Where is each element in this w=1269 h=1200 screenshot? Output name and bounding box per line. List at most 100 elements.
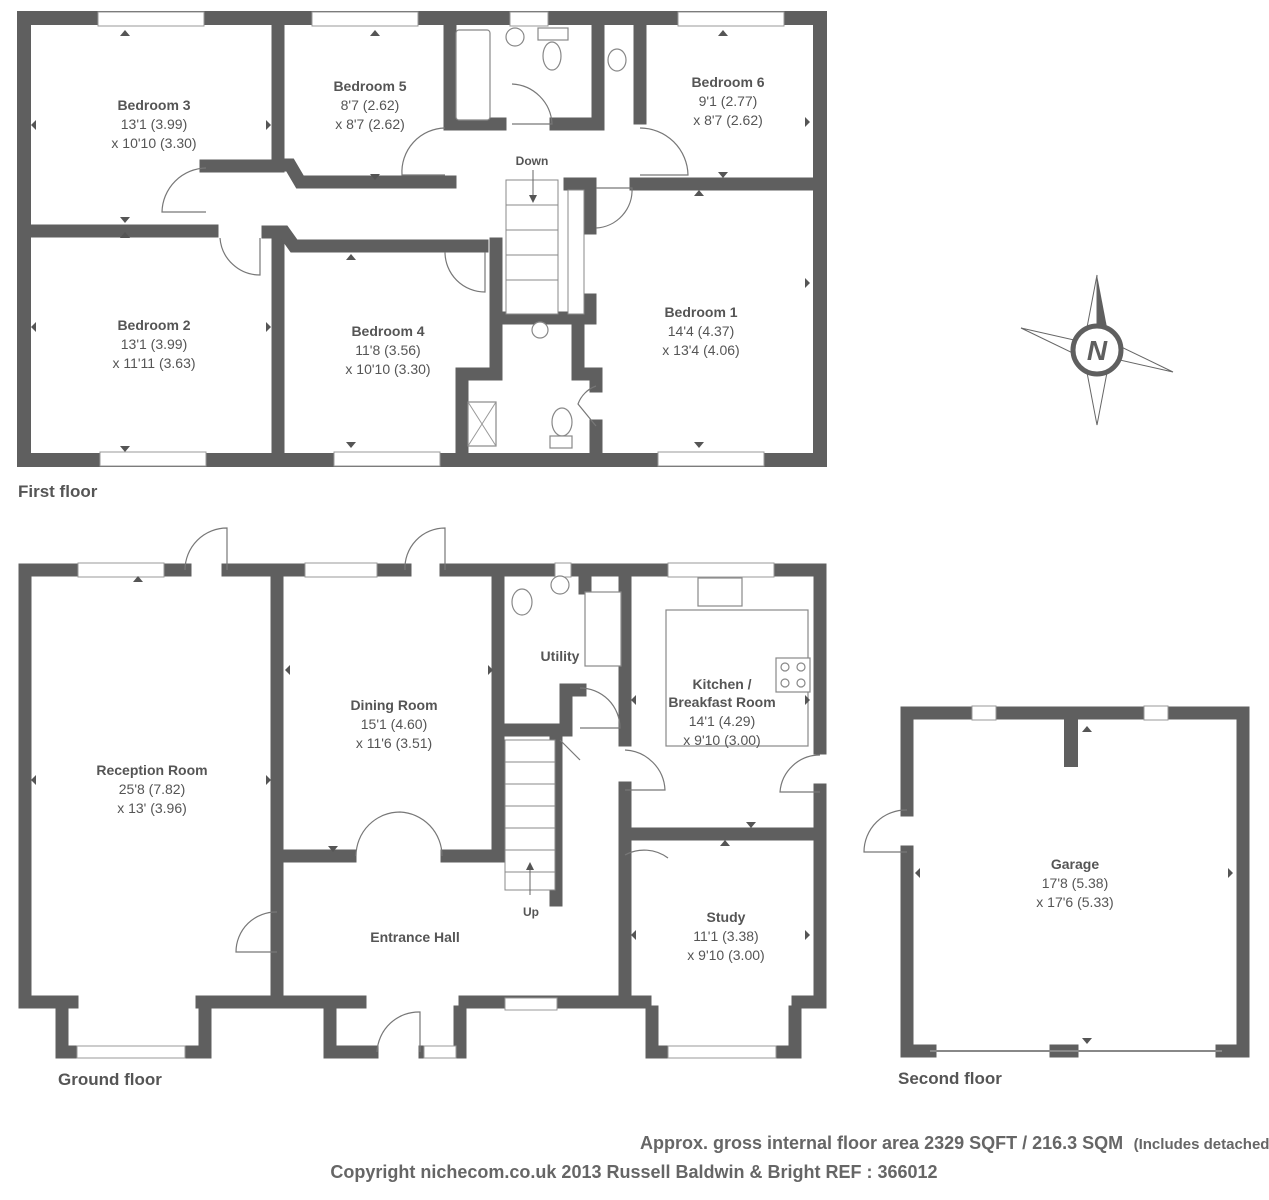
interior-wall [443, 21, 507, 131]
door-swing [639, 127, 689, 176]
room-name: Breakfast Room [668, 694, 775, 710]
window [554, 562, 572, 578]
dimension-markers [31, 30, 1233, 1044]
room-name: Bedroom 5 [333, 78, 406, 94]
compass-letter: N [1087, 335, 1108, 366]
room-dimension: x 11'6 (3.51) [356, 735, 432, 751]
door-swing [624, 749, 666, 791]
room-dimension: x 11'11 (3.63) [112, 355, 195, 371]
room-dining-room: Dining Room 15'1 (4.60) x 11'6 (3.51) [350, 697, 437, 751]
staircase [505, 170, 585, 315]
basin [531, 321, 549, 339]
window [677, 11, 785, 27]
room-dimension: 13'1 (3.99) [121, 336, 188, 352]
room-bedroom-1: Bedroom 1 14'4 (4.37) x 13'4 (4.06) [662, 304, 739, 358]
room-dimension: x 13'4 (4.06) [662, 342, 739, 358]
compass-north-icon: N [1020, 274, 1174, 426]
room-dimension: 8'7 (2.62) [341, 97, 400, 113]
room-name: Bedroom 1 [664, 304, 737, 320]
room-dimension: x 17'6 (5.33) [1036, 894, 1113, 910]
room-entrance-hall: Entrance Hall [370, 929, 459, 945]
window [423, 1045, 457, 1059]
floor-label-ground: Ground floor [58, 1070, 162, 1089]
staircase [504, 739, 556, 895]
door-swing [161, 167, 207, 213]
interior-wall [563, 177, 597, 235]
room-bedroom-5: Bedroom 5 8'7 (2.62) x 8'7 (2.62) [333, 78, 406, 132]
basin [505, 27, 525, 47]
toilet [551, 407, 573, 437]
room-dimension: 25'8 (7.82) [119, 781, 186, 797]
window [76, 1045, 186, 1059]
hob [775, 657, 811, 693]
window [304, 562, 378, 578]
room-name: Bedroom 4 [351, 323, 424, 339]
interior-wall [261, 225, 489, 253]
window [509, 11, 549, 27]
room-kitchen-breakfast: Kitchen / Breakfast Room 14'1 (4.29) x 9… [668, 676, 775, 748]
room-dimension: x 8'7 (2.62) [693, 112, 763, 128]
room-dimension: x 10'10 (3.30) [345, 361, 430, 377]
cupboard [584, 591, 622, 667]
door-swing [355, 811, 443, 857]
room-dimension: x 9'10 (3.00) [687, 947, 764, 963]
door-swing [511, 83, 553, 125]
room-dimension: 15'1 (4.60) [361, 716, 428, 732]
door-swing [595, 187, 633, 229]
room-dimension: 14'1 (4.29) [689, 713, 756, 729]
door-swing [401, 127, 446, 176]
room-dimension: x 10'10 (3.30) [111, 135, 196, 151]
door-swing [404, 527, 446, 571]
footer: Approx. gross internal floor area 2329 S… [330, 1133, 1269, 1182]
room-bedroom-4: Bedroom 4 11'8 (3.56) x 10'10 (3.30) [345, 323, 430, 377]
door-swing [559, 739, 581, 761]
ground-floor-plan: Reception Room 25'8 (7.82) x 13' (3.96) … [18, 527, 827, 1089]
floor-area-text: Approx. gross internal floor area 2329 S… [640, 1133, 1123, 1153]
window [77, 562, 165, 578]
room-bedroom-2: Bedroom 2 13'1 (3.99) x 11'11 (3.63) [112, 317, 195, 371]
garage-plan: Garage 17'8 (5.38) x 17'6 (5.33) Second … [863, 705, 1250, 1088]
interior-wall [489, 237, 603, 393]
door-swing [579, 687, 621, 729]
room-name: Bedroom 2 [117, 317, 190, 333]
toilet-cistern [537, 27, 569, 41]
room-dimension: 13'1 (3.99) [121, 116, 188, 132]
basin [550, 575, 570, 595]
door-swing [863, 809, 908, 853]
door-swing [444, 251, 486, 293]
copyright-text: Copyright nichecom.co.uk 2013 Russell Ba… [330, 1162, 937, 1182]
window [971, 705, 997, 721]
interior-wall [455, 311, 503, 455]
room-dimension: x 9'10 (3.00) [683, 732, 760, 748]
toilet-cistern [549, 435, 573, 449]
door-swing [184, 527, 228, 571]
pillar [1064, 713, 1078, 767]
room-bedroom-3: Bedroom 3 13'1 (3.99) x 10'10 (3.30) [111, 97, 196, 151]
toilet [607, 48, 627, 72]
door-swing [219, 237, 261, 276]
floor-label-second: Second floor [898, 1069, 1002, 1088]
stairs-down-label: Down [516, 154, 549, 168]
footer-area-line: Approx. gross internal floor area 2329 S… [640, 1133, 1269, 1153]
window [667, 562, 775, 578]
door-swing [235, 911, 278, 953]
room-dimension: 14'4 (4.37) [668, 323, 735, 339]
stairs-up-label: Up [523, 905, 539, 919]
door-swing [624, 849, 669, 859]
toilet [511, 588, 533, 616]
interior-wall [549, 21, 605, 131]
room-dimension: 11'8 (3.56) [355, 342, 420, 358]
sink [697, 577, 743, 607]
room-bedroom-6: Bedroom 6 9'1 (2.77) x 8'7 (2.62) [691, 74, 764, 128]
door-swing [779, 754, 821, 793]
room-dimension: 11'1 (3.38) [693, 928, 758, 944]
window [333, 451, 441, 467]
room-dimension: 17'8 (5.38) [1042, 875, 1109, 891]
window [311, 11, 419, 27]
floor-area-note: (Includes detached grarage) [1134, 1136, 1269, 1153]
toilet [542, 41, 562, 71]
window [97, 11, 205, 27]
interior-wall [271, 21, 457, 189]
room-name: Kitchen / [692, 676, 751, 692]
